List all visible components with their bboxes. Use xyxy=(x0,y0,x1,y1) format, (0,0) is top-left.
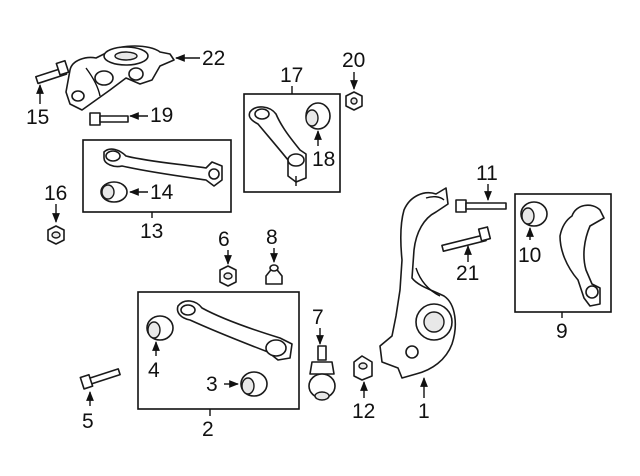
nut-20 xyxy=(345,91,363,111)
bolt-19 xyxy=(89,112,129,126)
callout-20: 20 xyxy=(342,49,365,72)
callout-2: 2 xyxy=(202,418,214,441)
callout-12: 12 xyxy=(352,400,375,423)
callout-9: 9 xyxy=(556,320,568,343)
nut-16 xyxy=(47,225,65,245)
callout-21: 21 xyxy=(456,262,479,285)
callout-10: 10 xyxy=(518,244,541,267)
callout-7: 7 xyxy=(312,306,324,329)
bolt-15 xyxy=(35,59,70,85)
callout-3: 3 xyxy=(206,373,218,396)
callout-22: 22 xyxy=(202,47,225,70)
bolt-21 xyxy=(441,226,492,253)
link-arm-box-13 xyxy=(82,139,232,213)
callout-16: 16 xyxy=(44,182,67,205)
control-arm-box-2 xyxy=(137,291,300,410)
ball-joint-7 xyxy=(308,345,336,401)
callout-1: 1 xyxy=(418,400,430,423)
callout-15: 15 xyxy=(26,106,49,129)
bushing-3 xyxy=(240,371,268,397)
steering-knuckle xyxy=(379,187,457,379)
callout-13: 13 xyxy=(140,220,163,243)
callout-11: 11 xyxy=(476,162,498,185)
lower-arm-9 xyxy=(559,204,605,307)
bushing-4 xyxy=(146,315,174,341)
bolt-5 xyxy=(79,368,121,390)
callout-4: 4 xyxy=(148,359,160,382)
control-arm-17 xyxy=(248,106,307,186)
callout-14: 14 xyxy=(150,181,174,204)
upper-mount-bracket xyxy=(65,45,175,111)
callout-17: 17 xyxy=(280,64,303,87)
callout-18: 18 xyxy=(312,148,335,171)
nut-12 xyxy=(353,355,373,381)
link-arm-13 xyxy=(103,148,223,187)
bushing-14 xyxy=(100,181,128,203)
callout-5: 5 xyxy=(82,410,94,433)
flange-nut-8 xyxy=(265,264,283,285)
bushing-10 xyxy=(520,201,548,227)
bolt-11 xyxy=(455,199,507,213)
control-arm-2 xyxy=(176,300,293,361)
callout-6: 6 xyxy=(218,228,230,251)
bushing-18 xyxy=(305,102,331,130)
callout-19: 19 xyxy=(150,104,173,127)
lower-arm-box-9 xyxy=(514,193,612,313)
callout-8: 8 xyxy=(266,226,278,249)
nut-6 xyxy=(219,265,237,287)
